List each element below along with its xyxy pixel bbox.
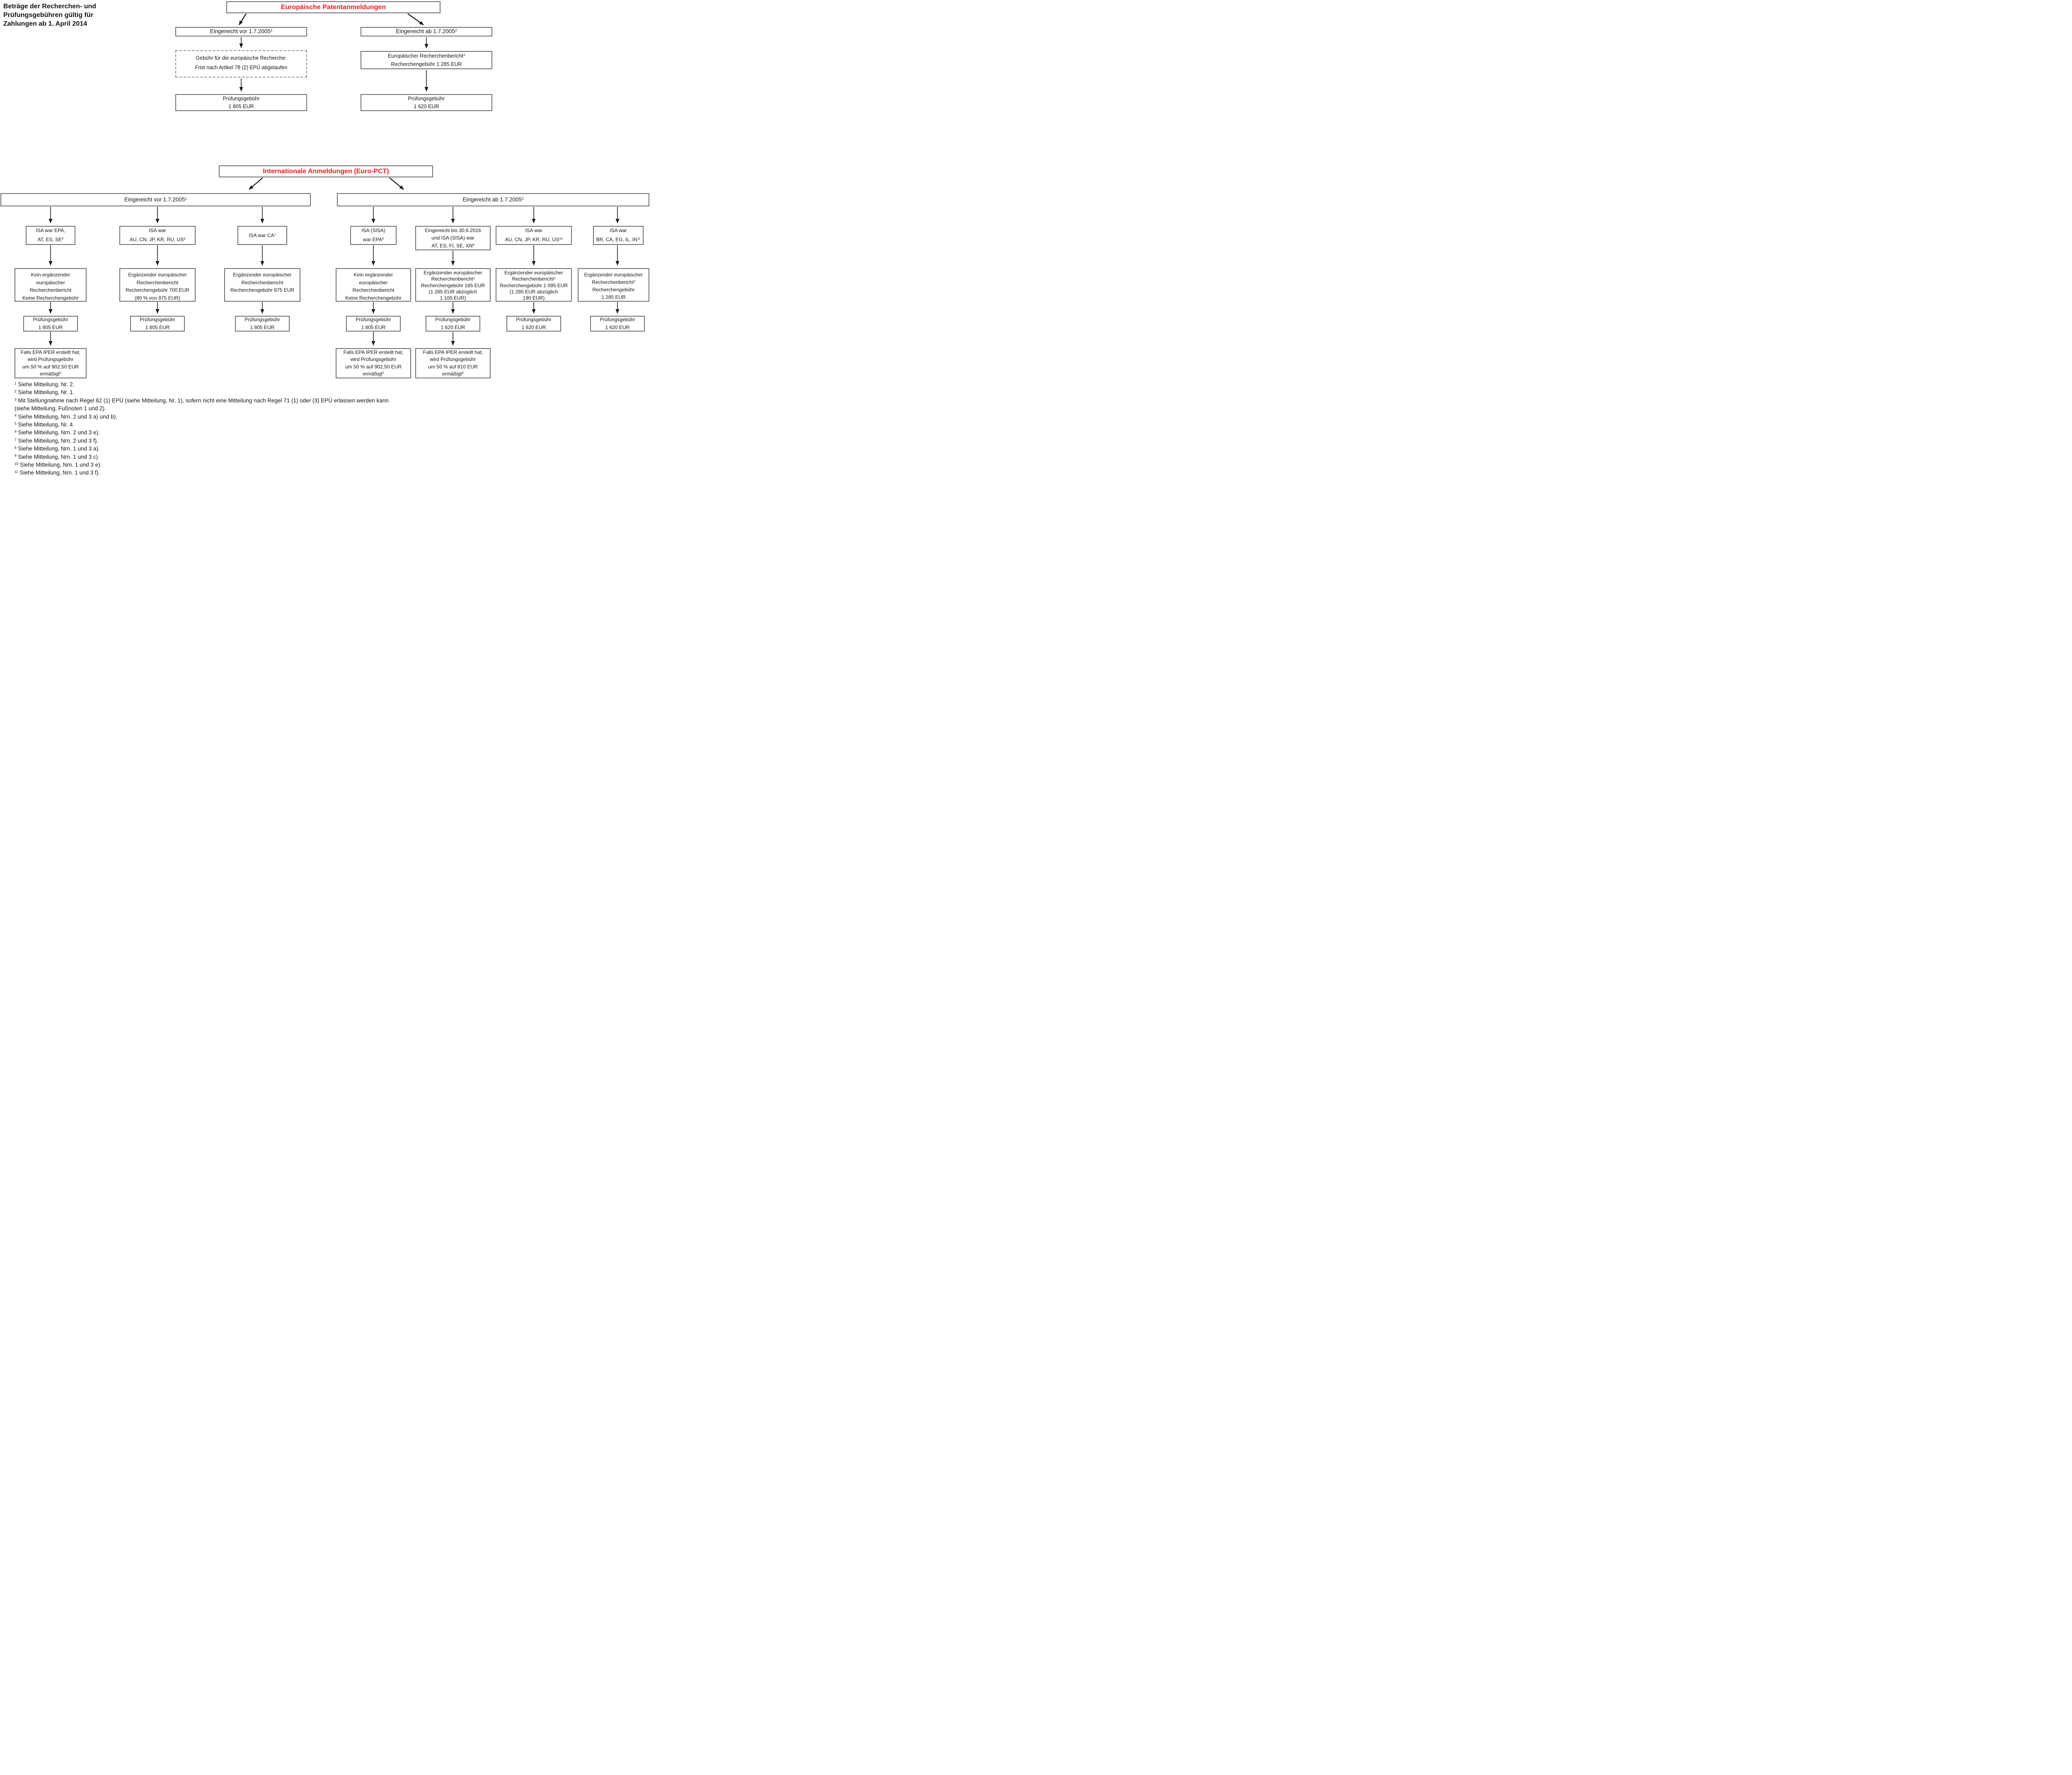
- flow-arrows: [48, 13, 620, 346]
- ep-root-box: Europäische Patentanmeldungen: [226, 1, 441, 13]
- ep-post2005-header-box: Eingereicht ab 1.7.20052: [361, 27, 492, 36]
- arrow-set: [48, 13, 620, 346]
- pct-right-isa-sisa-epa-box: ISA (SISA)war EPA8: [350, 226, 397, 245]
- ep-pre2005-header-box: Eingereicht vor 1.7.20051: [175, 27, 307, 36]
- pct-pre2005-header-box: Eingereicht vor 1.7.20051: [0, 193, 311, 206]
- pct-right-iper-reduction-902-box: Falls EPA IPER erstellt hat,wird Prüfung…: [336, 348, 411, 378]
- pct-post2005-header-box: Eingereicht ab 1.7.20052: [337, 193, 649, 206]
- pct-right-iper-reduction-810-box: Falls EPA IPER erstellt hat,wird Prüfung…: [415, 348, 491, 378]
- pct-root-box: Internationale Anmeldungen (Euro-PCT): [219, 165, 433, 177]
- pct-left-isa-epa-box: ISA war EPA,AT, ES, SE4: [26, 226, 75, 245]
- ep-search-fee-expired-dashed-box: Gebühr für die europäische Recherche:Fri…: [175, 50, 307, 77]
- pct-left-isa-ca-box: ISA war CA7: [237, 226, 287, 245]
- footnotes: 1 Siehe Mitteilung, Nr. 2.2 Siehe Mittei…: [15, 381, 389, 476]
- pct-left-iper-reduction-902-box: Falls EPA IPER erstellt hat,wird Prüfung…: [15, 348, 87, 378]
